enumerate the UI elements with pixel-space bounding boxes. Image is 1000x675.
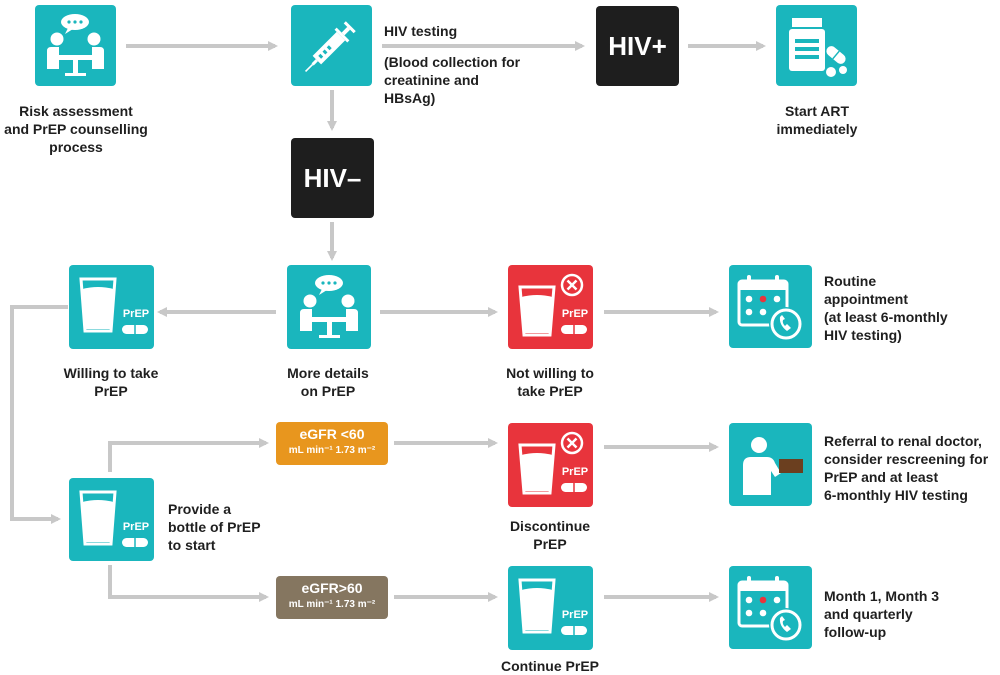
egfr-low-title: eGFR <60: [299, 426, 365, 442]
water-glass-prep-icon: PrEP: [69, 478, 154, 561]
hiv-testing-label: HIV testing: [384, 23, 458, 39]
egfr-high-units: mL min⁻¹ 1.73 m⁻²: [288, 599, 376, 610]
water-glass-prep-icon: PrEP: [508, 566, 593, 650]
not-willing-label: Not willing to take PrEP: [506, 365, 594, 399]
egfr-high-box: [276, 576, 388, 619]
pill-bottle-icon: [776, 5, 857, 86]
prep-tag: PrEP: [562, 308, 588, 320]
arrow-willing-to-provide: [10, 305, 68, 524]
discontinue-label: Discontinue PrEP: [509, 518, 591, 552]
routine-label: Routine appointment (at least 6-monthly …: [824, 273, 948, 343]
water-glass-prep-icon: PrEP: [69, 265, 154, 349]
water-glass-cross-icon: PrEP: [508, 265, 593, 349]
egfr-low-box: [276, 422, 388, 465]
prep-tag: PrEP: [123, 521, 149, 533]
calendar-phone-icon: [729, 265, 812, 348]
follow-up-label: Month 1, Month 3 and quarterly follow-up: [824, 588, 940, 640]
blood-collection-label: (Blood collection for creatinine and HBs…: [384, 54, 521, 106]
start-art-label: Start ART immediately: [776, 103, 858, 137]
egfr-high-title: eGFR>60: [301, 580, 363, 596]
prep-tag: PrEP: [123, 308, 149, 320]
hiv-negative-box: [291, 138, 374, 218]
continue-label: Continue PrEP: [500, 658, 599, 674]
prep-tag: PrEP: [562, 466, 588, 478]
risk-assessment-label: Risk assessment and PrEP counselling pro…: [4, 103, 148, 155]
referral-label: Referral to renal doctor, consider rescr…: [824, 433, 989, 503]
doctor-referral-icon: [729, 423, 812, 506]
hiv-positive-box: [596, 6, 679, 86]
connectors: [10, 41, 766, 602]
hiv-negative-text: HIV–: [303, 163, 362, 193]
arrow-provide-to-egfr-low: [108, 438, 269, 472]
counselling-table-icon: [35, 5, 116, 86]
arrow-provide-to-egfr-high: [108, 565, 269, 602]
willing-label: Willing to take PrEP: [63, 365, 159, 399]
egfr-low-units: mL min⁻¹ 1.73 m⁻²: [288, 445, 376, 456]
water-glass-cross-icon: PrEP: [508, 423, 593, 507]
hiv-positive-text: HIV+: [608, 31, 667, 61]
syringe-icon: [291, 5, 372, 86]
prep-tag: PrEP: [562, 609, 588, 621]
provide-bottle-label: Provide a bottle of PrEP to start: [168, 501, 261, 553]
counselling-table-icon: [287, 265, 371, 349]
calendar-phone-icon: [729, 566, 812, 649]
more-details-label: More details on PrEP: [287, 365, 369, 399]
